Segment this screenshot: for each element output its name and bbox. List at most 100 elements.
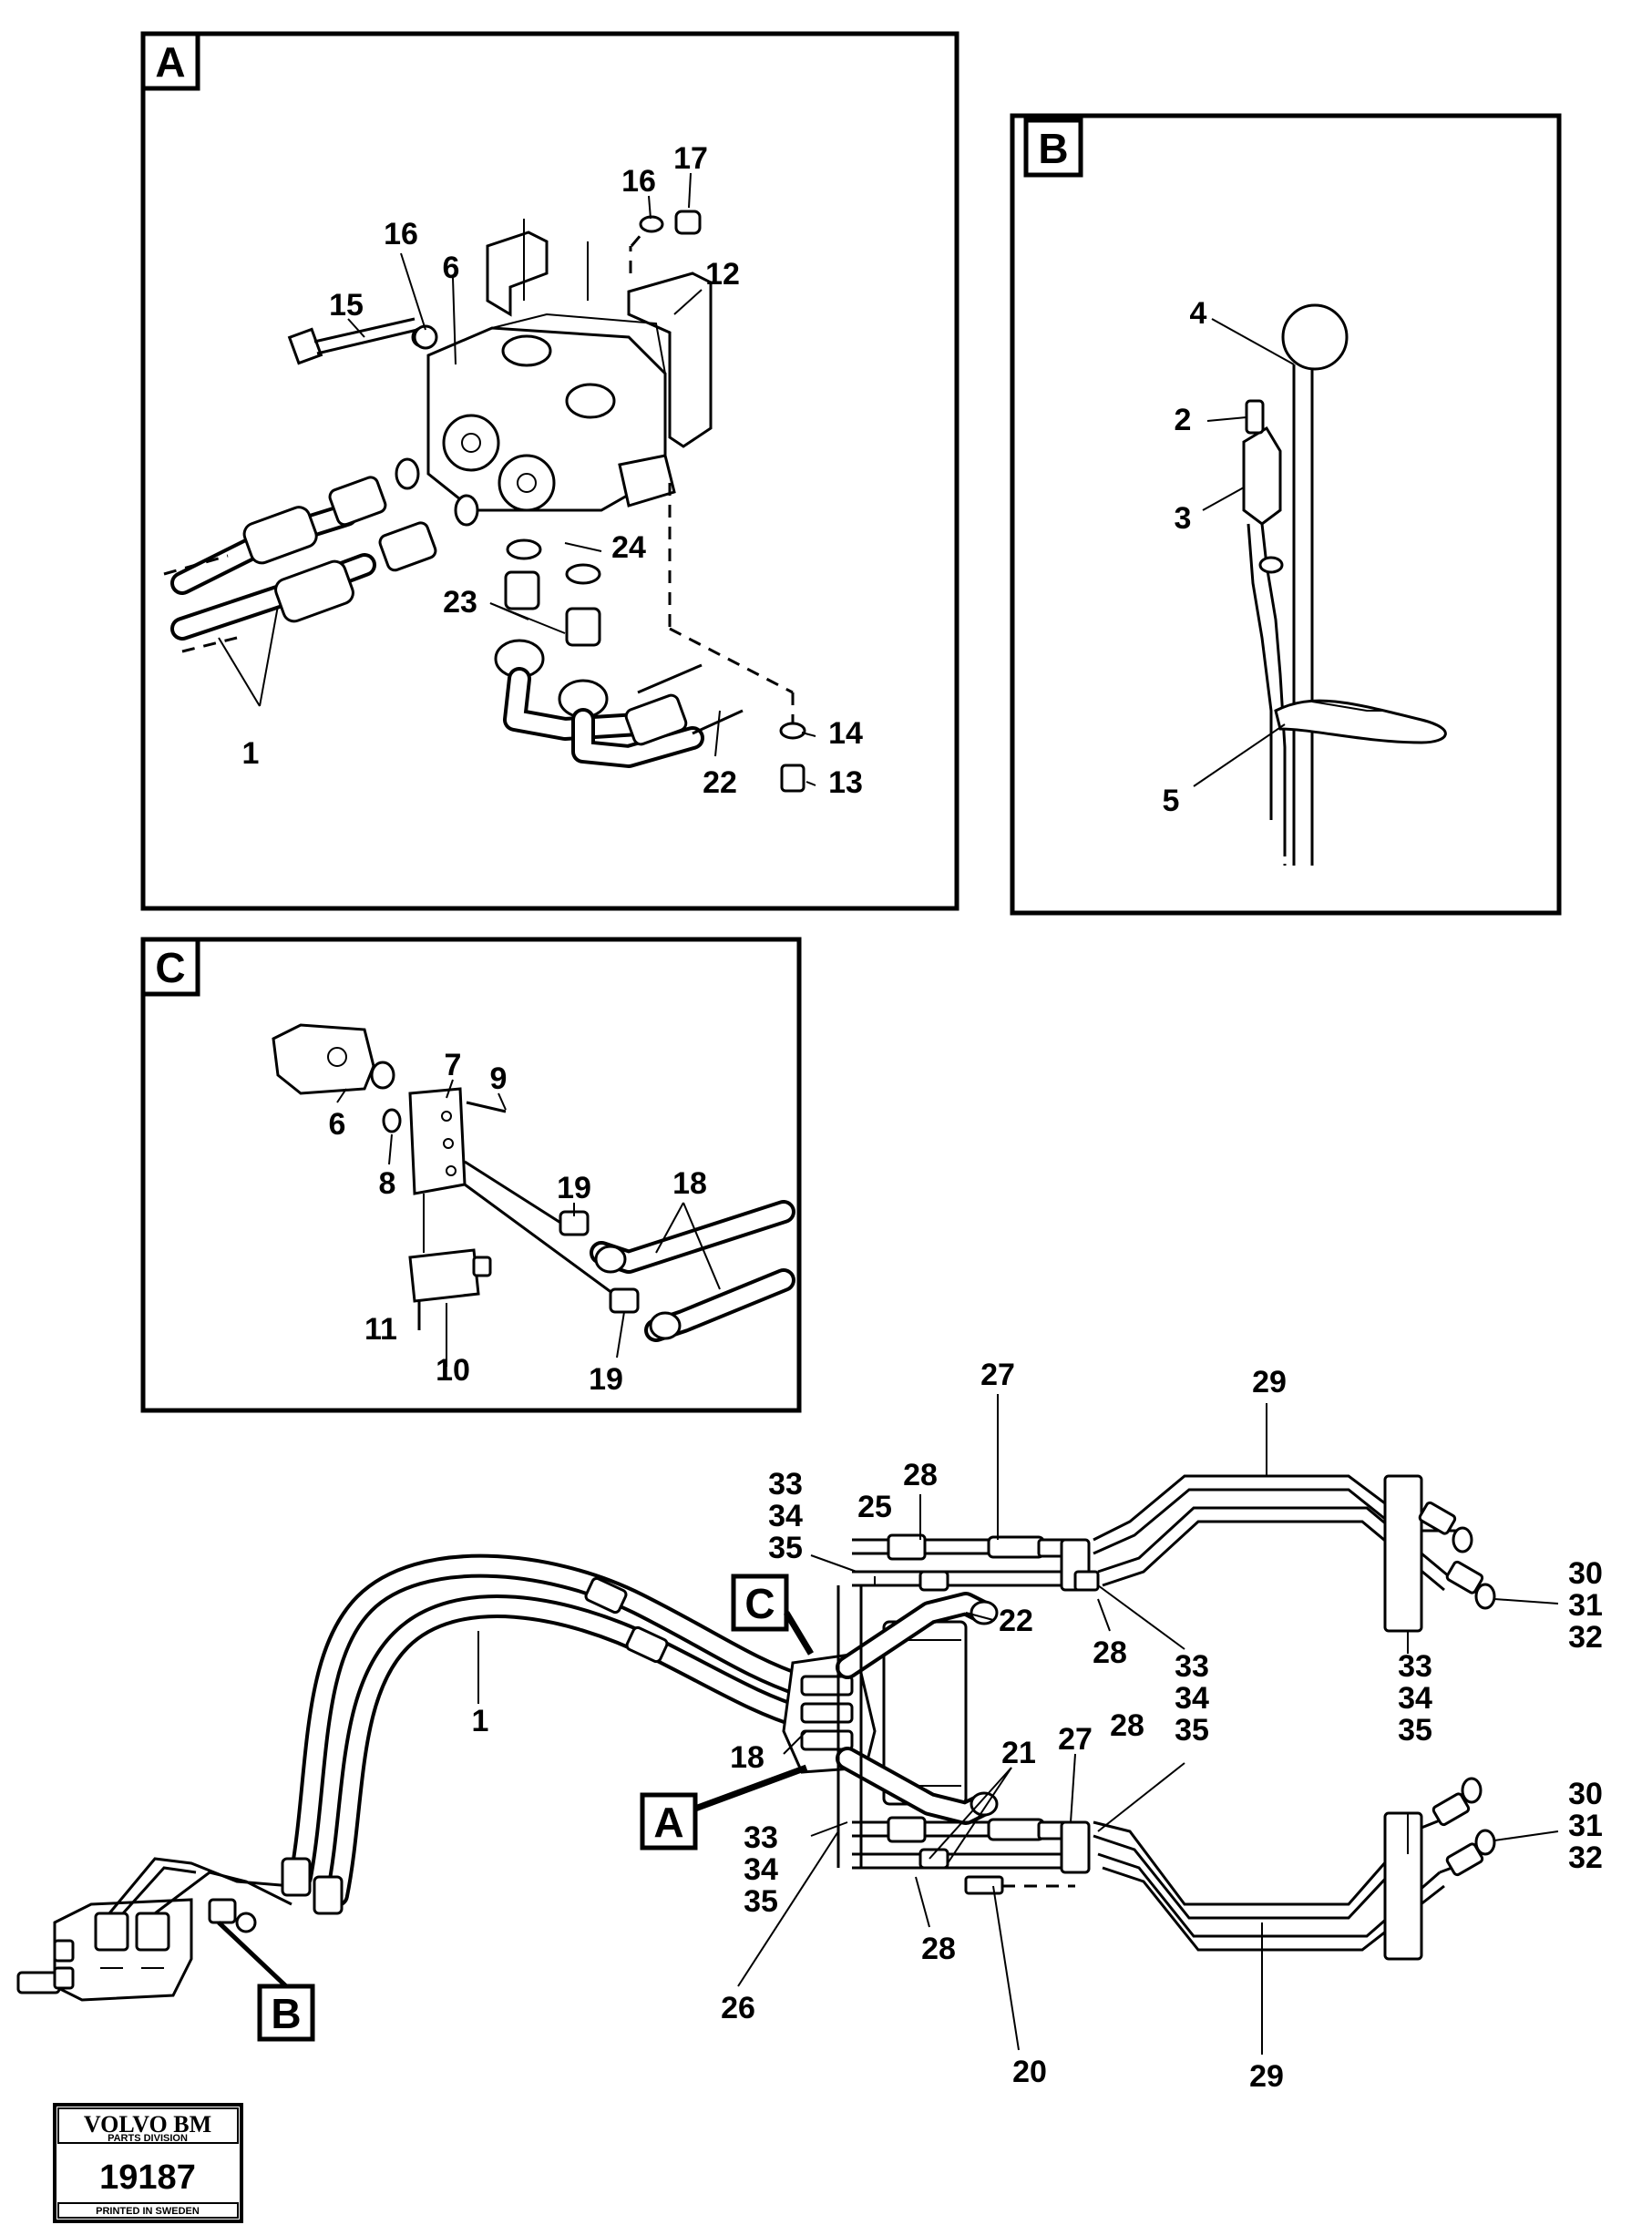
panel-b-leaders [1193,318,1295,787]
svg-text:C: C [744,1580,775,1627]
volvo-bm-logo: VOLVO BM PARTS DIVISION 19187 PRINTED IN… [53,2103,243,2223]
main-leaders [477,1394,1559,2055]
panel-a-tag-box [140,31,200,91]
callout-b-2: 2 [1175,403,1192,437]
callout-27-mid: 27 [1058,1722,1093,1757]
callout-c-11: 11 [364,1312,397,1347]
panel-a: A [140,31,959,911]
callout-35-b: 35 [1175,1713,1209,1748]
callout-35-d: 35 [744,1884,778,1919]
callout-35-a: 35 [768,1531,803,1565]
callout-22: 22 [999,1604,1033,1638]
svg-text:A: A [653,1799,683,1846]
callout-18-main: 18 [730,1740,764,1775]
callout-33-b: 33 [1175,1649,1209,1684]
callout-28-mid2: 28 [1110,1708,1144,1743]
main-assembly: C A B [16,1358,1603,2094]
callout-c-19: 19 [589,1362,623,1397]
valve-bank [16,1898,257,2002]
callout-1-main: 1 [472,1704,489,1738]
panel-a-tag: A [155,38,185,86]
callout-c-9: 9 [490,1061,508,1096]
svg-text:B: B [271,1990,301,2037]
main-tag-a: A [640,1764,808,1851]
callout-34-c: 34 [1398,1681,1432,1716]
callout-33-a: 33 [768,1467,803,1502]
callout-c-6: 6 [329,1107,346,1142]
callout-a-22: 22 [703,765,737,800]
callout-20: 20 [1012,2055,1047,2089]
panel-c-valve [272,1023,507,1330]
panel-a-leaders [218,172,816,786]
callout-34-a: 34 [768,1499,803,1533]
lower-pipes [852,1777,1496,1961]
callout-a-13: 13 [828,765,863,800]
callout-c-19-top: 19 [557,1171,591,1205]
panel-c-leaders [336,1079,721,1367]
callout-a-24: 24 [611,530,646,565]
callout-25: 25 [857,1490,892,1524]
callout-c-7: 7 [445,1048,462,1082]
callout-c-10: 10 [436,1353,470,1388]
callout-35-c: 35 [1398,1713,1432,1748]
upper-pipes [852,1474,1496,1633]
fittings-lower [494,538,744,768]
callout-b-4: 4 [1190,296,1207,331]
logo-brand: VOLVO BM [84,2111,211,2138]
distributor [782,1585,999,1868]
panel-b: B 4 2 3 5 [1010,113,1562,916]
panel-c-hoses [464,1160,795,1342]
panel-c: C [140,937,802,1413]
callout-29-top: 29 [1252,1365,1287,1399]
callout-34-b: 34 [1175,1681,1209,1716]
logo-number: 19187 [99,2158,196,2197]
callout-31-top: 31 [1568,1588,1603,1623]
callout-a-12: 12 [705,257,740,292]
callout-a-16-top: 16 [621,164,656,199]
callout-a-23: 23 [443,585,477,620]
callout-30-bottom: 30 [1568,1777,1603,1811]
panel-c-frame [140,937,802,1413]
callout-26: 26 [721,1991,755,2025]
main-tag-c: C [731,1574,815,1656]
callout-a-6: 6 [443,251,460,285]
main-hoses [281,1553,814,1915]
mounting-bracket [486,219,713,448]
control-valve [426,313,676,512]
callout-28-top: 28 [903,1458,938,1492]
callout-a-15: 15 [329,288,364,323]
callout-30-top: 30 [1568,1556,1603,1591]
callout-31-bottom: 31 [1568,1809,1603,1843]
control-lever [1242,303,1447,866]
callout-34-d: 34 [744,1852,778,1887]
screws [413,210,806,793]
panel-b-frame [1010,113,1562,916]
callout-a-1: 1 [242,736,260,771]
hoses-left [163,457,479,653]
callout-32-bottom: 32 [1568,1840,1603,1875]
callout-32-top: 32 [1568,1620,1603,1655]
callout-a-17: 17 [673,141,708,176]
panel-c-tag-box [140,937,200,997]
callout-21: 21 [1001,1736,1036,1770]
panel-b-tag-box [1023,118,1083,178]
panel-a-frame [140,31,959,911]
main-tag-b: B [217,1921,315,2042]
valve-tubes [108,1857,292,1915]
callout-27-top: 27 [980,1358,1015,1392]
logo-division: PARTS DIVISION [108,2133,188,2144]
callout-a-16: 16 [384,217,418,251]
callout-28-bottom: 28 [921,1932,956,1966]
callout-28-mid: 28 [1093,1635,1127,1670]
callout-29-bottom: 29 [1249,2059,1284,2094]
callout-c-8: 8 [379,1166,396,1201]
bolt [287,317,433,365]
logo-printed: PRINTED IN SWEDEN [96,2206,200,2217]
callout-33-c: 33 [1398,1649,1432,1684]
callout-b-3: 3 [1175,501,1192,536]
panel-c-tag: C [155,944,185,991]
callout-33-d: 33 [744,1820,778,1855]
callout-c-18: 18 [672,1166,707,1201]
panel-b-tag: B [1038,125,1068,172]
